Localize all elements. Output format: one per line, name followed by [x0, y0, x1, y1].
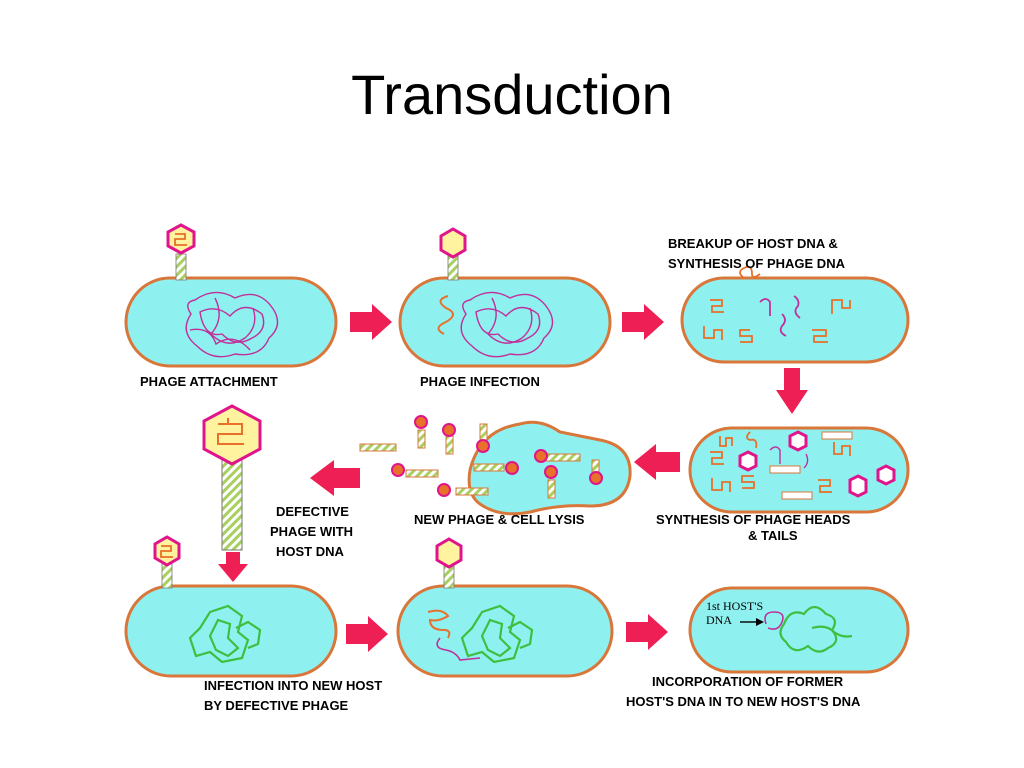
- cell-phage-attachment: [124, 223, 338, 368]
- slide-title: Transduction: [351, 63, 673, 126]
- caption-defective-line3: HOST DNA: [276, 544, 345, 559]
- defective-phage: [202, 404, 262, 551]
- caption-incorporation-line1: INCORPORATION OF FORMER: [652, 674, 844, 689]
- host-dna-tangle: [460, 291, 554, 358]
- arrow-down: [776, 368, 808, 414]
- host-dna-label-line2: DNA: [706, 613, 732, 627]
- caption-synthesis-line1: SYNTHESIS OF PHAGE HEADS: [656, 512, 851, 527]
- arrow-right-4: [626, 614, 668, 650]
- cell-lysis: [359, 415, 632, 516]
- cell-new-host-infection: [124, 535, 338, 678]
- phage-dna: [437, 295, 454, 335]
- empty-phage-2: [435, 537, 463, 589]
- caption-defective-line1: DEFECTIVE: [276, 504, 349, 519]
- caption-lysis: NEW PHAGE & CELL LYSIS: [414, 512, 585, 527]
- empty-phage: [439, 227, 467, 281]
- phage-attached: [166, 223, 196, 281]
- cell-integration: [396, 537, 614, 678]
- cell-synthesis: [688, 426, 910, 514]
- arrow-right-2: [622, 304, 664, 340]
- caption-phage-infection: PHAGE INFECTION: [420, 374, 540, 389]
- phage-attached-new: [153, 535, 181, 589]
- caption-infection-line1: INFECTION INTO NEW HOST: [204, 678, 382, 693]
- host-dna-tangle: [185, 291, 279, 358]
- cell-phage-infection: [398, 227, 612, 368]
- host-dna-label-line1: 1st HOST'S: [706, 599, 763, 613]
- cell-breakup: [680, 265, 910, 364]
- released-heads: [391, 415, 603, 497]
- arrow-down-2: [218, 552, 248, 582]
- caption-breakup-line1: BREAKUP OF HOST DNA &: [668, 236, 838, 251]
- caption-infection-line2: BY DEFECTIVE PHAGE: [204, 698, 349, 713]
- caption-incorporation-line2: HOST'S DNA IN TO NEW HOST'S DNA: [626, 694, 861, 709]
- released-tails: [359, 423, 600, 499]
- caption-defective-line2: PHAGE WITH: [270, 524, 353, 539]
- arrow-left-2: [310, 460, 360, 496]
- caption-phage-attachment: PHAGE ATTACHMENT: [140, 374, 278, 389]
- arrow-right-3: [346, 616, 388, 652]
- cell-incorporation: 1st HOST'S DNA: [688, 586, 910, 674]
- caption-breakup-line2: SYNTHESIS OF PHAGE DNA: [668, 256, 846, 271]
- arrow-right-1: [350, 304, 392, 340]
- new-host-dna: [188, 604, 262, 664]
- caption-synthesis-line2: & TAILS: [748, 528, 798, 543]
- arrow-left-1: [634, 444, 680, 480]
